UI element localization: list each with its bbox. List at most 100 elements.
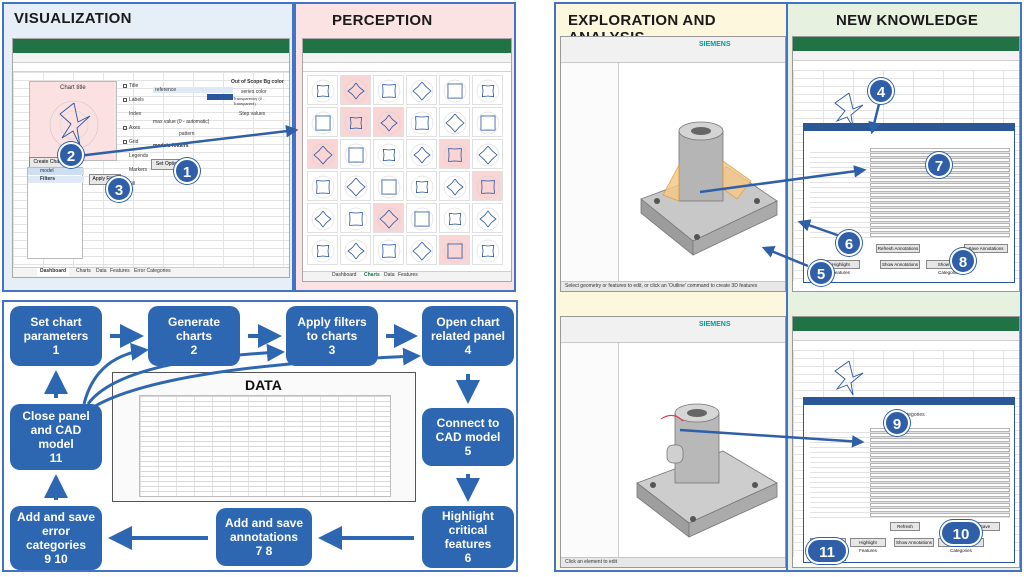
sheet-tab-error-categories[interactable]: Error Categories [134,268,171,274]
annotation-input[interactable] [870,203,1010,207]
chart-thumbnail[interactable] [406,75,437,105]
checkbox-title[interactable]: Title [129,83,139,89]
series-color-swatch[interactable] [207,94,233,100]
annotation-input[interactable] [870,493,1010,497]
chart-thumbnail[interactable] [340,75,371,105]
annotation-input[interactable] [870,513,1010,517]
chart-thumbnail[interactable] [406,203,437,233]
annotation-input[interactable] [870,178,1010,182]
annotation-input[interactable] [870,208,1010,212]
show-annotations-button[interactable]: Show Annotations [880,260,920,269]
annotation-input[interactable] [870,228,1010,232]
refresh-button[interactable]: Refresh [890,522,920,531]
chart-thumbnail[interactable] [373,171,404,201]
chart-thumbnail[interactable] [406,107,437,137]
annotation-input[interactable] [870,473,1010,477]
annotation-input[interactable] [870,433,1010,437]
checkbox-markers[interactable]: Markers [129,167,148,173]
chart-thumbnail[interactable] [307,75,338,105]
checkbox-axes[interactable]: Axes [129,125,141,131]
annotation-input[interactable] [870,148,1010,152]
chart-thumbnail[interactable] [373,107,404,137]
feature-tree[interactable] [561,343,619,557]
cad-viewport[interactable] [619,343,785,557]
annotation-input[interactable] [870,488,1010,492]
sheet-tab-data[interactable]: Data [96,268,107,274]
sheet-tab-data[interactable]: Data [384,272,395,278]
annotation-input[interactable] [870,428,1010,432]
chart-thumbnail[interactable] [340,235,371,265]
formula-bar[interactable] [303,63,511,72]
annotation-input[interactable] [870,453,1010,457]
chart-thumbnail[interactable] [472,75,503,105]
checkbox-box[interactable] [123,140,127,144]
annotation-input[interactable] [870,198,1010,202]
chart-thumbnail[interactable] [406,235,437,265]
chart-thumbnail[interactable] [373,75,404,105]
chart-thumbnail[interactable] [373,139,404,169]
sheet-tab-charts[interactable]: Charts [76,268,91,274]
checkbox-index[interactable]: Index [129,111,142,117]
chart-thumbnail[interactable] [307,235,338,265]
chart-thumbnail[interactable] [406,171,437,201]
checkbox-fill[interactable]: Fill [129,181,136,187]
annotation-input[interactable] [870,438,1010,442]
annotation-input[interactable] [870,188,1010,192]
annotation-input[interactable] [870,223,1010,227]
annotation-input[interactable] [870,498,1010,502]
annotation-input[interactable] [870,478,1010,482]
annotation-input[interactable] [870,483,1010,487]
highlight-features-button[interactable]: Highlight Features [850,538,886,553]
chart-thumbnail[interactable] [307,171,338,201]
feature-tree[interactable] [561,63,619,281]
sheet-tab-dashboard[interactable]: Dashboard [332,272,357,278]
chart-thumbnail[interactable] [406,139,437,169]
chart-thumbnail[interactable] [340,139,371,169]
refresh-annotations-button[interactable]: Refresh Annotations [876,244,920,253]
annotation-input[interactable] [870,218,1010,222]
sheet-tab-dashboard[interactable]: Dashboard [37,268,70,276]
annotation-input[interactable] [870,193,1010,197]
chart-thumbnail[interactable] [439,235,470,265]
chart-thumbnail[interactable] [439,203,470,233]
chart-thumbnail[interactable] [307,139,338,169]
annotation-input[interactable] [870,213,1010,217]
checkbox-labels[interactable]: Labels [129,97,144,103]
annotation-input[interactable] [870,468,1010,472]
checkbox-legends[interactable]: Legends [129,153,149,159]
annotation-input[interactable] [870,503,1010,507]
chart-thumbnail[interactable] [340,171,371,201]
chart-thumbnail[interactable] [373,203,404,233]
annotation-input[interactable] [870,233,1010,237]
chart-thumbnail[interactable] [340,107,371,137]
chart-thumbnail[interactable] [439,75,470,105]
sheet-tab-charts[interactable]: Charts [361,272,383,280]
chart-thumbnail[interactable] [472,171,503,201]
chart-thumbnail[interactable] [472,235,503,265]
chart-thumbnail[interactable] [472,203,503,233]
chart-thumbnail[interactable] [439,107,470,137]
checkbox-box[interactable] [123,84,127,88]
chart-thumbnail[interactable] [472,107,503,137]
annotation-input[interactable] [870,508,1010,512]
annotation-input[interactable] [870,183,1010,187]
annotation-input[interactable] [870,448,1010,452]
annotation-input[interactable] [870,443,1010,447]
formula-bar[interactable] [13,63,289,72]
chart-thumbnail[interactable] [439,139,470,169]
chart-thumbnail[interactable] [340,203,371,233]
chart-thumbnail[interactable] [307,107,338,137]
sheet-tab-features[interactable]: Features [398,272,418,278]
chart-thumbnail[interactable] [307,203,338,233]
checkbox-grid[interactable]: Grid [129,139,139,145]
chart-thumbnail[interactable] [472,139,503,169]
annotation-input[interactable] [870,463,1010,467]
chart-thumbnail[interactable] [439,171,470,201]
cad-viewport[interactable] [619,63,785,281]
sheet-tab-features[interactable]: Features [110,268,130,274]
chart-thumbnail[interactable] [373,235,404,265]
annotation-input[interactable] [870,458,1010,462]
show-annotations-button[interactable]: Show Annotations [894,538,934,547]
checkbox-box[interactable] [123,126,127,130]
checkbox-box[interactable] [123,98,127,102]
